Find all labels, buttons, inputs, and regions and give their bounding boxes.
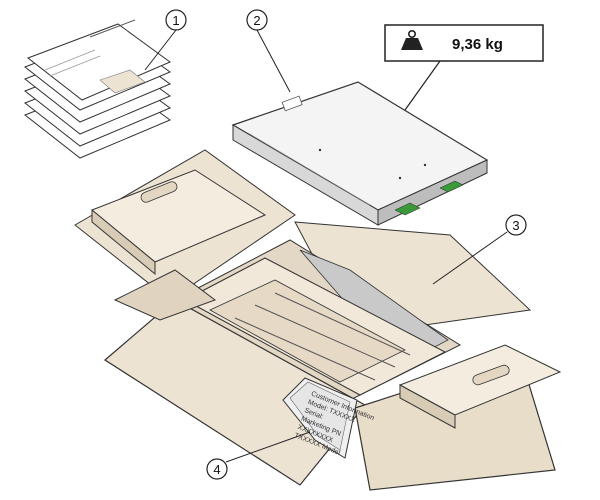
weight-leader-line [404,60,441,111]
callout-1-number: 1 [172,13,179,28]
callout-4: 4 [206,431,311,480]
documentation-stack [23,19,172,159]
callout-2: 2 [246,9,291,93]
callout-1: 1 [144,9,187,71]
weight-icon [401,29,423,50]
callout-2-number: 2 [253,13,260,28]
callout-3-number: 3 [512,218,519,233]
weight-callout: 9,36 kg [384,24,544,111]
weight-value: 9,36 kg [452,36,503,53]
callout-3: 3 [432,214,527,285]
server-unit [231,81,489,226]
callout-4-number: 4 [213,462,220,477]
shipping-box [74,149,562,491]
